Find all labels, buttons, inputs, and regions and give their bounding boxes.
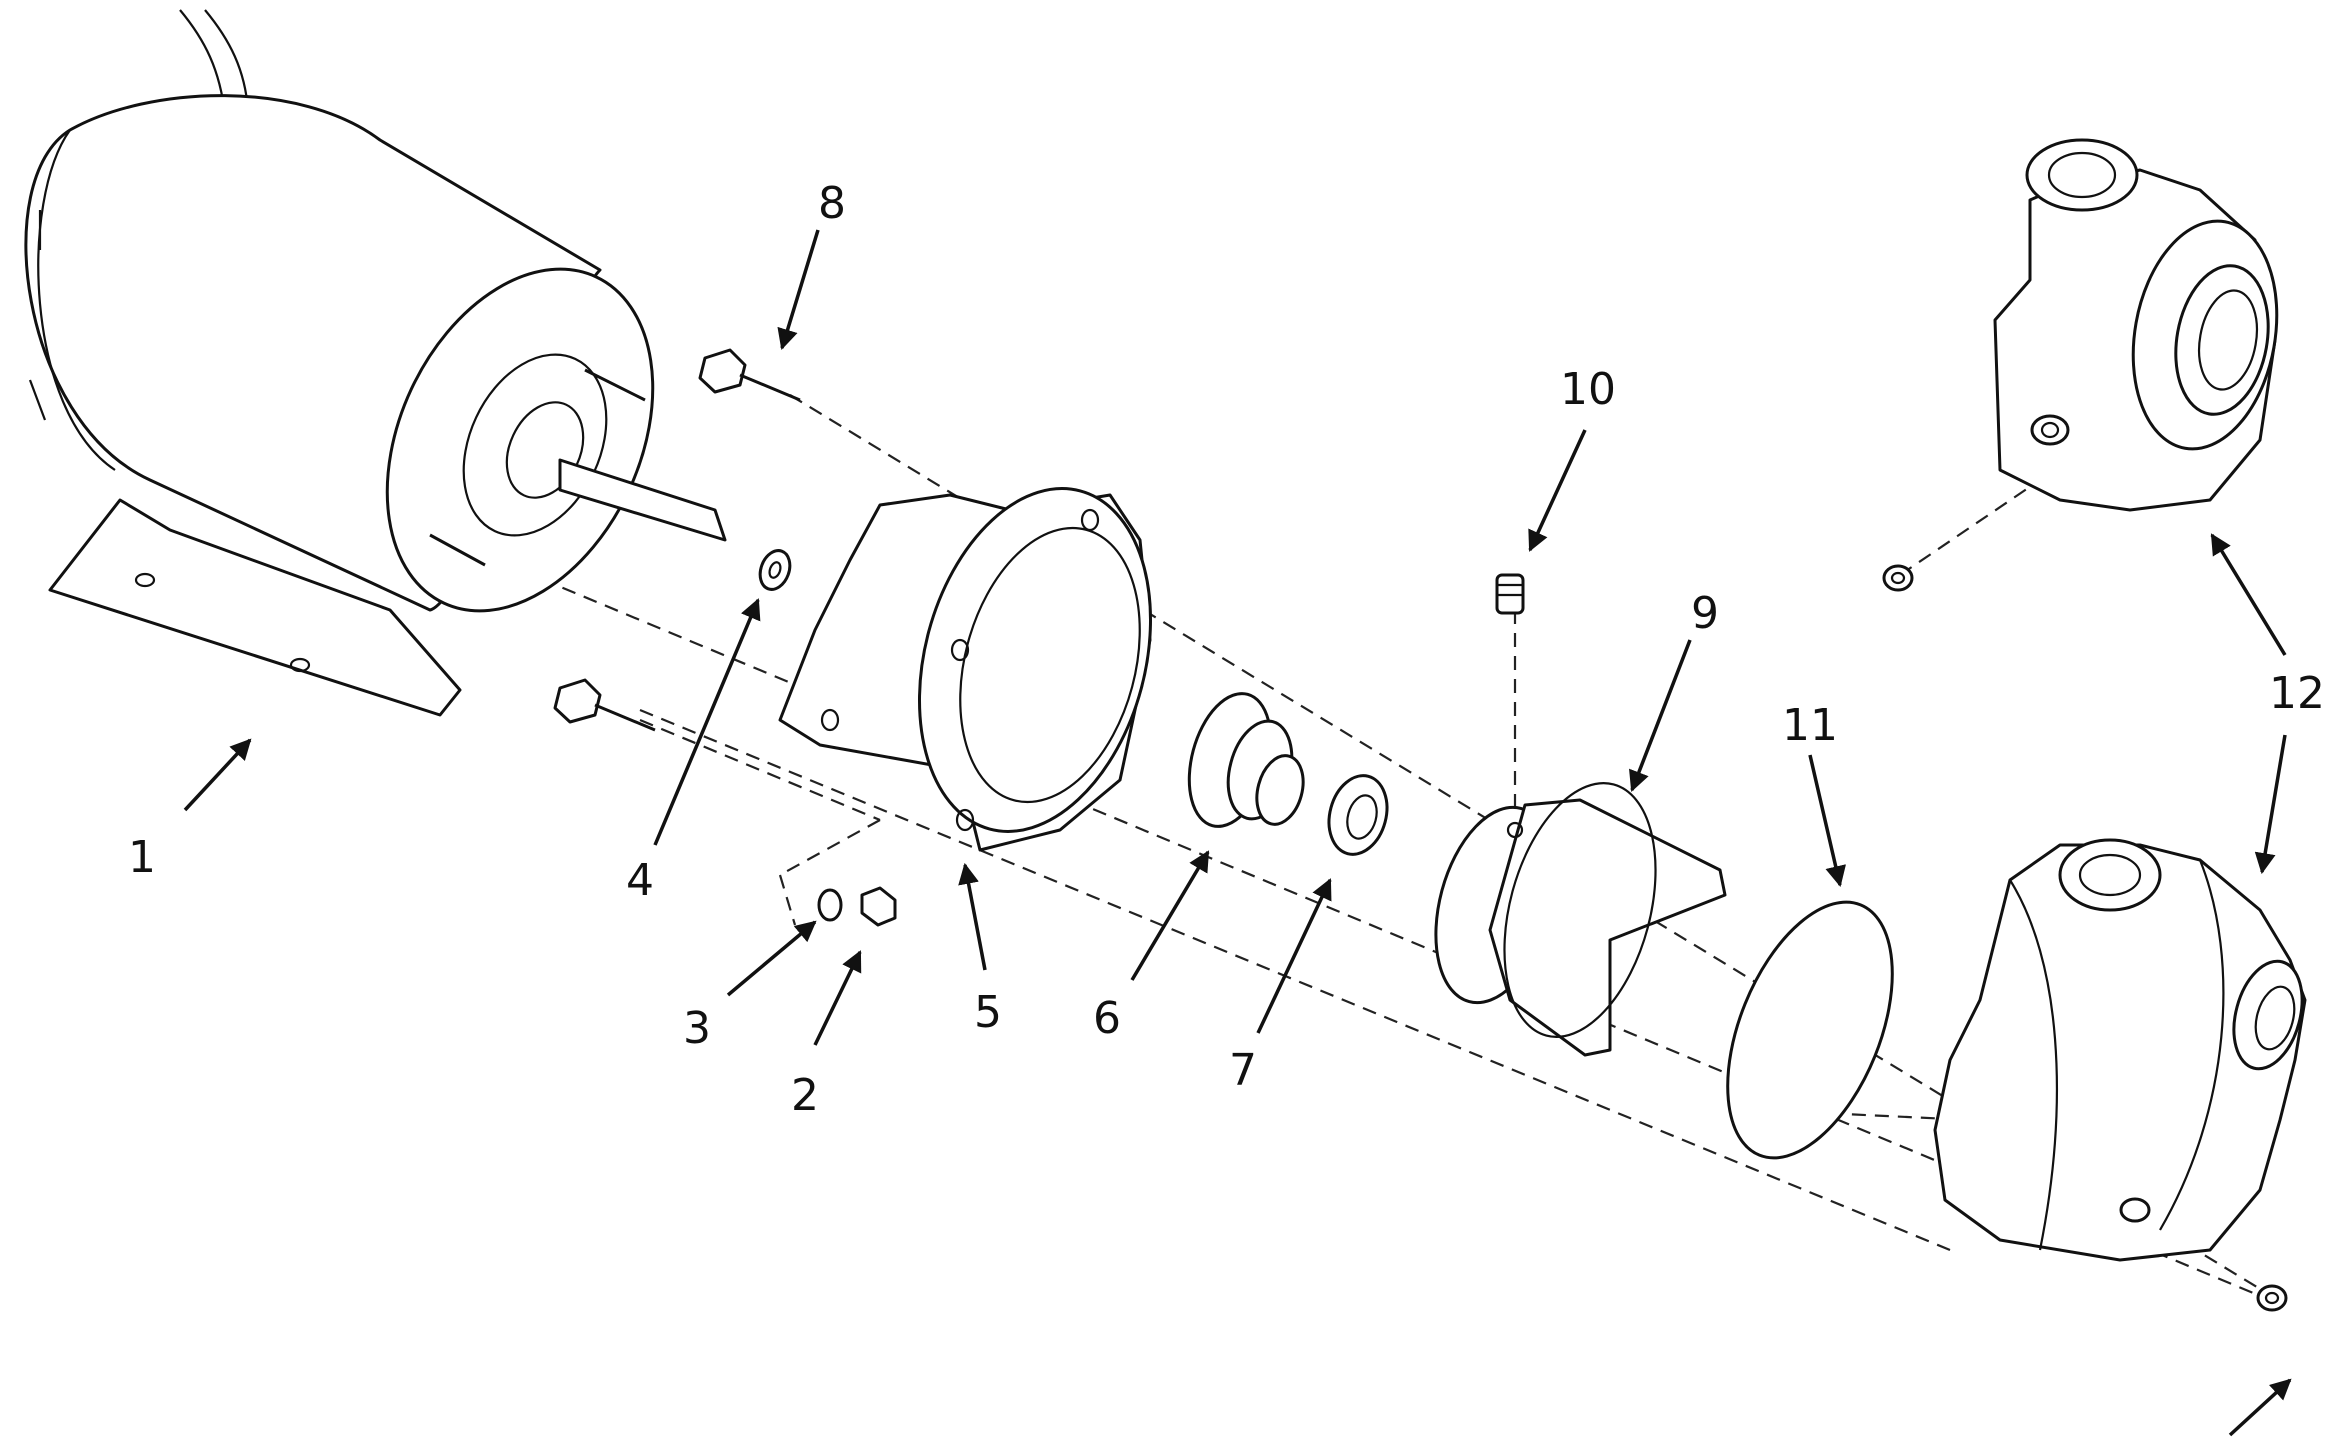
lock-washer	[817, 888, 843, 922]
label-3: 3	[683, 1003, 711, 1054]
arrow-plug	[2228, 1378, 2292, 1437]
label-7: 7	[1229, 1045, 1257, 1096]
arrow-3	[726, 920, 817, 997]
label-5: 5	[974, 987, 1002, 1038]
arrow-8	[777, 229, 820, 351]
arrow-9	[1629, 639, 1692, 792]
bolt-upper	[698, 348, 801, 402]
pump-housing-bottom	[1933, 838, 2307, 1262]
arrow-12b	[2254, 734, 2287, 875]
label-10: 10	[1560, 364, 1616, 415]
arrow-4	[653, 598, 761, 846]
bolt-lower	[553, 678, 656, 732]
set-screw	[1495, 573, 1525, 615]
arrow-12a	[2210, 533, 2287, 656]
arrow-7	[1256, 878, 1332, 1034]
adapter-bracket	[778, 487, 1153, 852]
pump-housing-top	[1993, 138, 2279, 512]
washer	[758, 549, 792, 591]
seal-ring	[1327, 774, 1389, 856]
label-4: 4	[626, 855, 654, 906]
callout-labels: 1 2 3 4 5 6 7 8 9 10 11 12	[128, 178, 2325, 1121]
label-6: 6	[1093, 993, 1121, 1044]
arrow-2	[813, 950, 862, 1046]
o-ring	[1726, 900, 1894, 1160]
arrow-6	[1130, 850, 1210, 981]
motor	[24, 9, 727, 717]
drain-plug-bottom	[2256, 1284, 2288, 1312]
label-8: 8	[818, 178, 846, 229]
label-2: 2	[791, 1070, 819, 1121]
label-9: 9	[1691, 588, 1719, 639]
arrow-10	[1528, 429, 1587, 552]
nut	[860, 886, 897, 927]
seal-seat	[1187, 692, 1305, 828]
callout-arrows	[183, 229, 2292, 1437]
impeller	[1434, 782, 1727, 1057]
label-1: 1	[128, 832, 156, 883]
arrow-1	[183, 738, 252, 812]
arrow-5	[958, 862, 987, 971]
label-12: 12	[2269, 668, 2325, 719]
arrow-11	[1808, 754, 1846, 888]
label-11: 11	[1782, 700, 1838, 751]
drain-plug-top	[1882, 564, 1914, 592]
